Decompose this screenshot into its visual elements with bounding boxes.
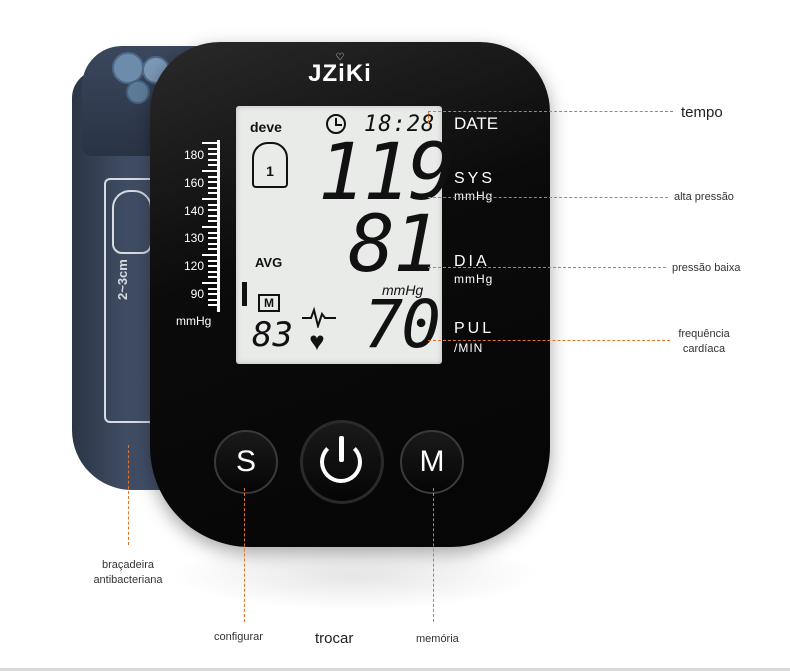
scale-tick — [208, 265, 218, 268]
lcd-user-label: deve — [250, 119, 282, 135]
scale-tick — [208, 270, 218, 273]
callout-configure: configurar — [214, 631, 263, 643]
scale-tick — [208, 237, 218, 240]
brand-heart-icon: ♡ — [335, 52, 345, 63]
sys-unit: mmHg — [454, 189, 494, 203]
scale-tick — [202, 198, 218, 200]
callout-line-high — [428, 197, 668, 198]
memory-badge: M — [258, 294, 280, 312]
set-button[interactable]: S — [214, 430, 278, 494]
scale-label: 90 — [190, 287, 204, 301]
scale-tick — [208, 259, 218, 262]
scale-tick — [208, 220, 218, 223]
pul-unit: /MIN — [454, 341, 484, 355]
callout-heart-rate-line2: cardíaca — [682, 343, 726, 355]
systolic-reading: 119 — [318, 128, 455, 218]
hand-icon — [112, 190, 152, 254]
scale-tick — [208, 181, 218, 184]
clock-icon — [326, 114, 346, 134]
memory-button[interactable]: M — [400, 430, 464, 494]
scale-tick — [208, 147, 218, 150]
air-tube-icon — [126, 80, 150, 104]
callout-heart-rate: frequência cardíaca — [678, 327, 730, 357]
scale-unit: mmHg — [176, 314, 212, 328]
clock-hand — [335, 118, 337, 126]
callout-cuff-line1: braçadeira — [102, 559, 154, 571]
pulse-reading: 70 — [363, 286, 441, 363]
scale-tick — [208, 298, 218, 301]
callout-cuff: braçadeira antibacteriana — [92, 558, 164, 588]
scale-tick — [202, 282, 218, 284]
sys-label: SYS — [454, 170, 496, 187]
pressure-scale — [217, 140, 220, 312]
level-indicator — [242, 282, 247, 306]
callout-time: tempo — [681, 104, 723, 121]
scale-tick — [208, 231, 218, 234]
scale-tick — [208, 153, 218, 156]
scale-tick — [208, 209, 218, 212]
pul-label: PUL — [454, 320, 495, 337]
user-icon — [252, 142, 288, 188]
scale-tick — [208, 276, 218, 279]
scale-tick — [202, 226, 218, 228]
callout-line-low — [428, 267, 666, 268]
scale-tick — [208, 164, 218, 167]
floor-reflection — [170, 540, 540, 610]
callout-cuff-line2: antibacteriana — [93, 574, 163, 586]
memory-count: 83 — [252, 315, 293, 355]
callout-line-time — [428, 111, 429, 123]
power-icon — [320, 441, 362, 483]
scale-label: 130 — [183, 231, 204, 245]
callout-low-pressure: pressão baixa — [672, 262, 741, 274]
scale-label: 140 — [183, 204, 204, 218]
scale-tick — [202, 254, 218, 256]
scale-label: 160 — [183, 176, 204, 190]
pulse-wave-icon — [302, 306, 336, 328]
lcd-display — [236, 106, 442, 364]
scale-tick — [208, 304, 218, 307]
scale-tick — [208, 192, 218, 195]
callout-line-memory — [433, 488, 434, 622]
callout-high-pressure: alta pressão — [674, 191, 734, 203]
scale-tick — [208, 203, 218, 206]
scale-tick — [208, 242, 218, 245]
date-label: DATE — [454, 114, 499, 133]
scale-tick — [208, 293, 218, 296]
power-icon-bar — [339, 436, 344, 462]
scale-tick — [208, 287, 218, 290]
dia-unit: mmHg — [454, 272, 494, 286]
lcd-time: 18:28 — [364, 112, 436, 137]
user-number: 1 — [266, 163, 274, 179]
lcd-unit: mmHg — [382, 282, 424, 298]
callout-line-cuff — [128, 445, 129, 545]
scale-tick — [202, 170, 218, 172]
scale-label: 120 — [183, 259, 204, 273]
scale-tick — [208, 248, 218, 251]
scale-tick — [208, 158, 218, 161]
cuff-size-text: 2~3cm — [115, 259, 130, 300]
scale-label: 180 — [183, 148, 204, 162]
avg-label: AVG — [255, 255, 283, 270]
callout-line-config — [244, 488, 245, 622]
callout-heart-rate-line1: frequência — [678, 328, 730, 340]
bottom-rule — [0, 668, 790, 671]
dia-label: DIA — [454, 253, 490, 270]
callout-power: trocar — [315, 630, 354, 647]
scale-tick — [208, 214, 218, 217]
callout-line-heart — [428, 340, 670, 341]
brand-logo: JZiKi — [308, 60, 372, 87]
scale-tick — [208, 186, 218, 189]
scale-tick — [202, 142, 218, 144]
callout-memory: memória — [416, 633, 459, 645]
scale-tick — [208, 175, 218, 178]
callout-line-time — [428, 111, 673, 112]
diastolic-reading: 81 — [348, 200, 440, 290]
heart-icon: ♥ — [309, 326, 325, 356]
clock-hand — [335, 124, 342, 126]
